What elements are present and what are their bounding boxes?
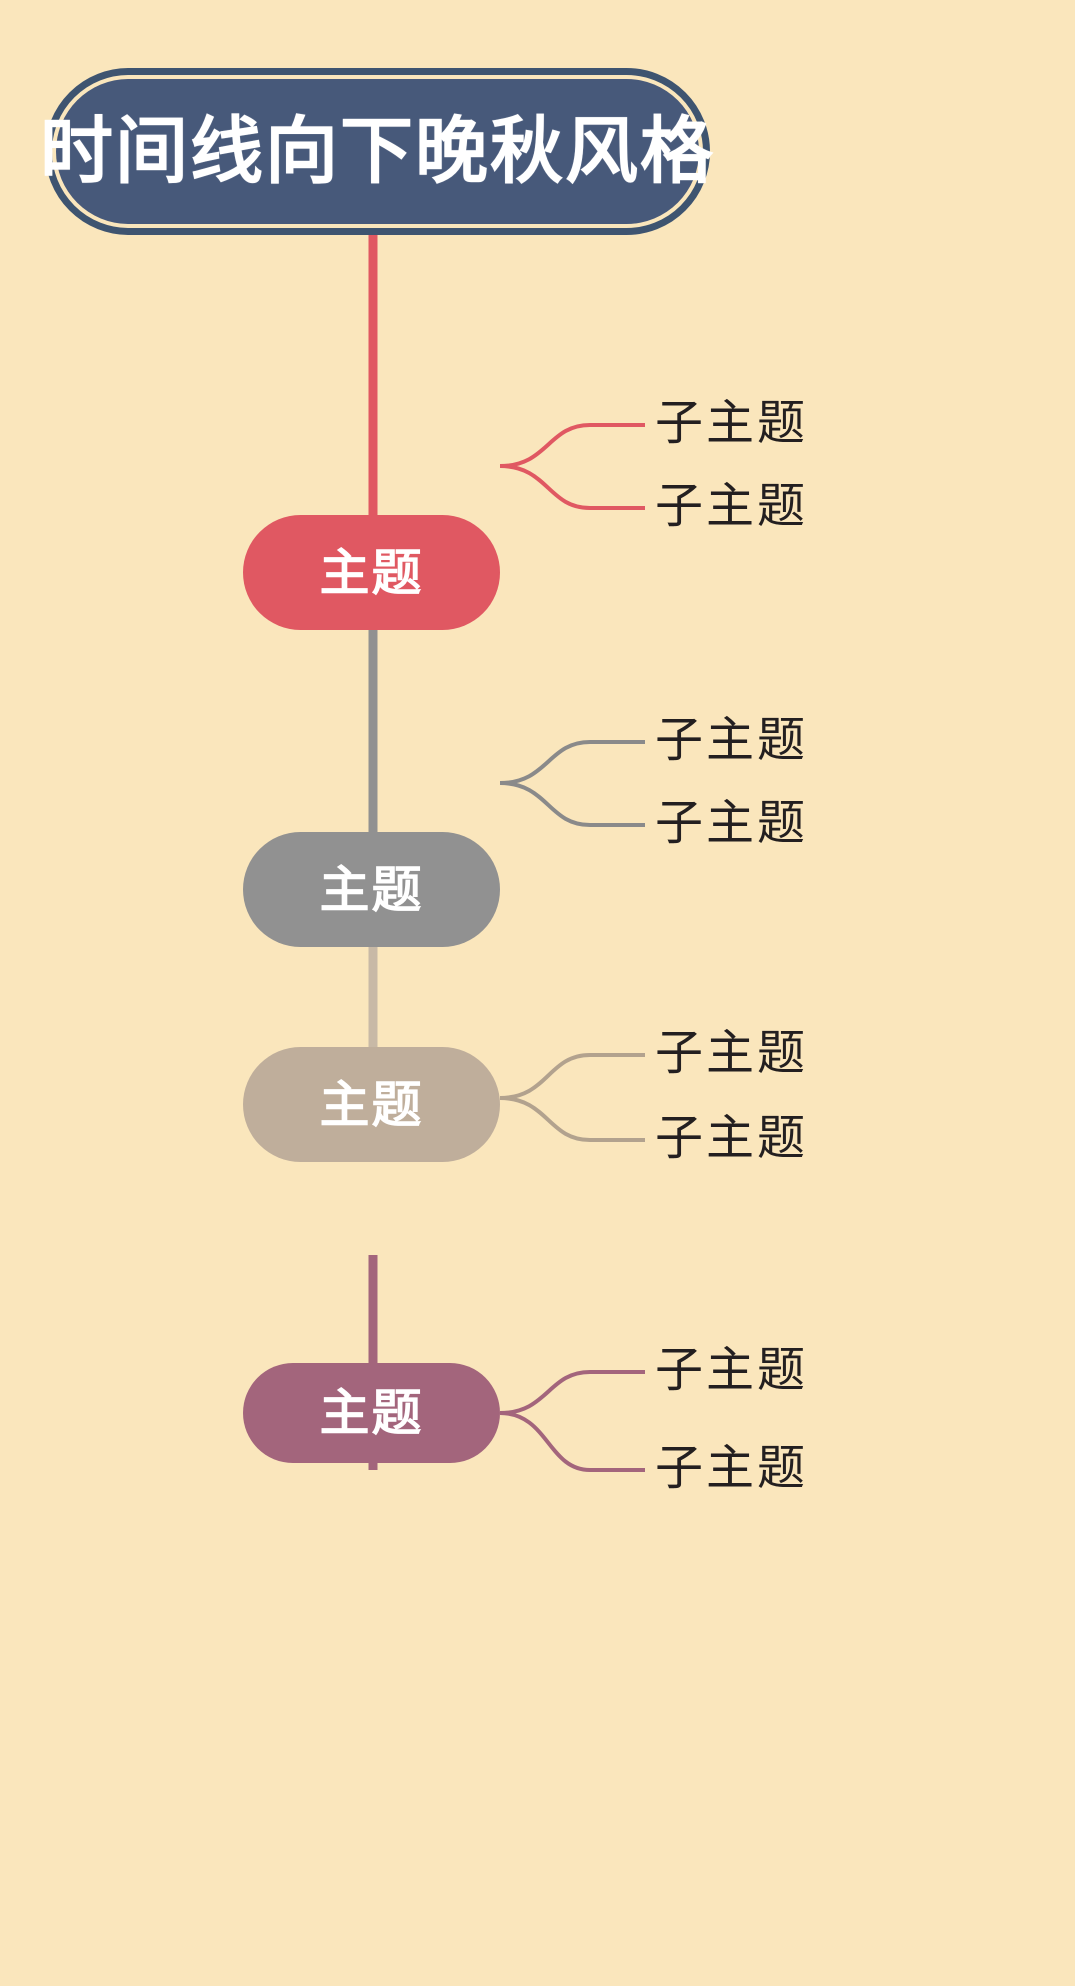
topic-node-2[interactable]: 主题 <box>243 832 500 947</box>
branch-2-1 <box>499 740 645 785</box>
topic-node-1-label: 主题 <box>319 544 424 601</box>
topic-node-1[interactable]: 主题 <box>243 515 500 630</box>
subtopic-3-2[interactable]: 子主题 <box>655 1112 809 1165</box>
topic-node-2-label: 主题 <box>319 861 424 918</box>
root-title-outer-ring <box>45 68 710 235</box>
subtopic-4-2[interactable]: 子主题 <box>655 1442 809 1495</box>
root-title-body: 时间线向下晚秋风格 <box>40 79 713 224</box>
subtopic-4-1[interactable]: 子主题 <box>655 1344 809 1397</box>
branch-4-1 <box>499 1370 645 1415</box>
topic-node-3-label: 主题 <box>319 1076 424 1133</box>
subtopic-1-2[interactable]: 子主题 <box>655 480 809 533</box>
subtopic-3-1[interactable]: 子主题 <box>655 1027 809 1080</box>
topic-node-4-label: 主题 <box>319 1385 424 1441</box>
branch-3-2 <box>499 1096 645 1142</box>
root-title-node[interactable]: 时间线向下晚秋风格 <box>40 68 713 235</box>
page-title: 时间线向下晚秋风格 <box>40 111 715 192</box>
topic-node-4[interactable]: 主题 <box>243 1363 500 1463</box>
subtopic-1-1[interactable]: 子主题 <box>655 397 809 450</box>
branch-1-2 <box>499 464 645 510</box>
branch-2-2 <box>499 781 645 827</box>
branch-1-1 <box>499 423 645 468</box>
subtopic-2-1[interactable]: 子主题 <box>655 714 809 767</box>
topic-node-3[interactable]: 主题 <box>243 1047 500 1162</box>
branch-3-1 <box>499 1053 645 1100</box>
branch-4-2 <box>499 1411 645 1472</box>
subtopic-2-2[interactable]: 子主题 <box>655 797 809 850</box>
